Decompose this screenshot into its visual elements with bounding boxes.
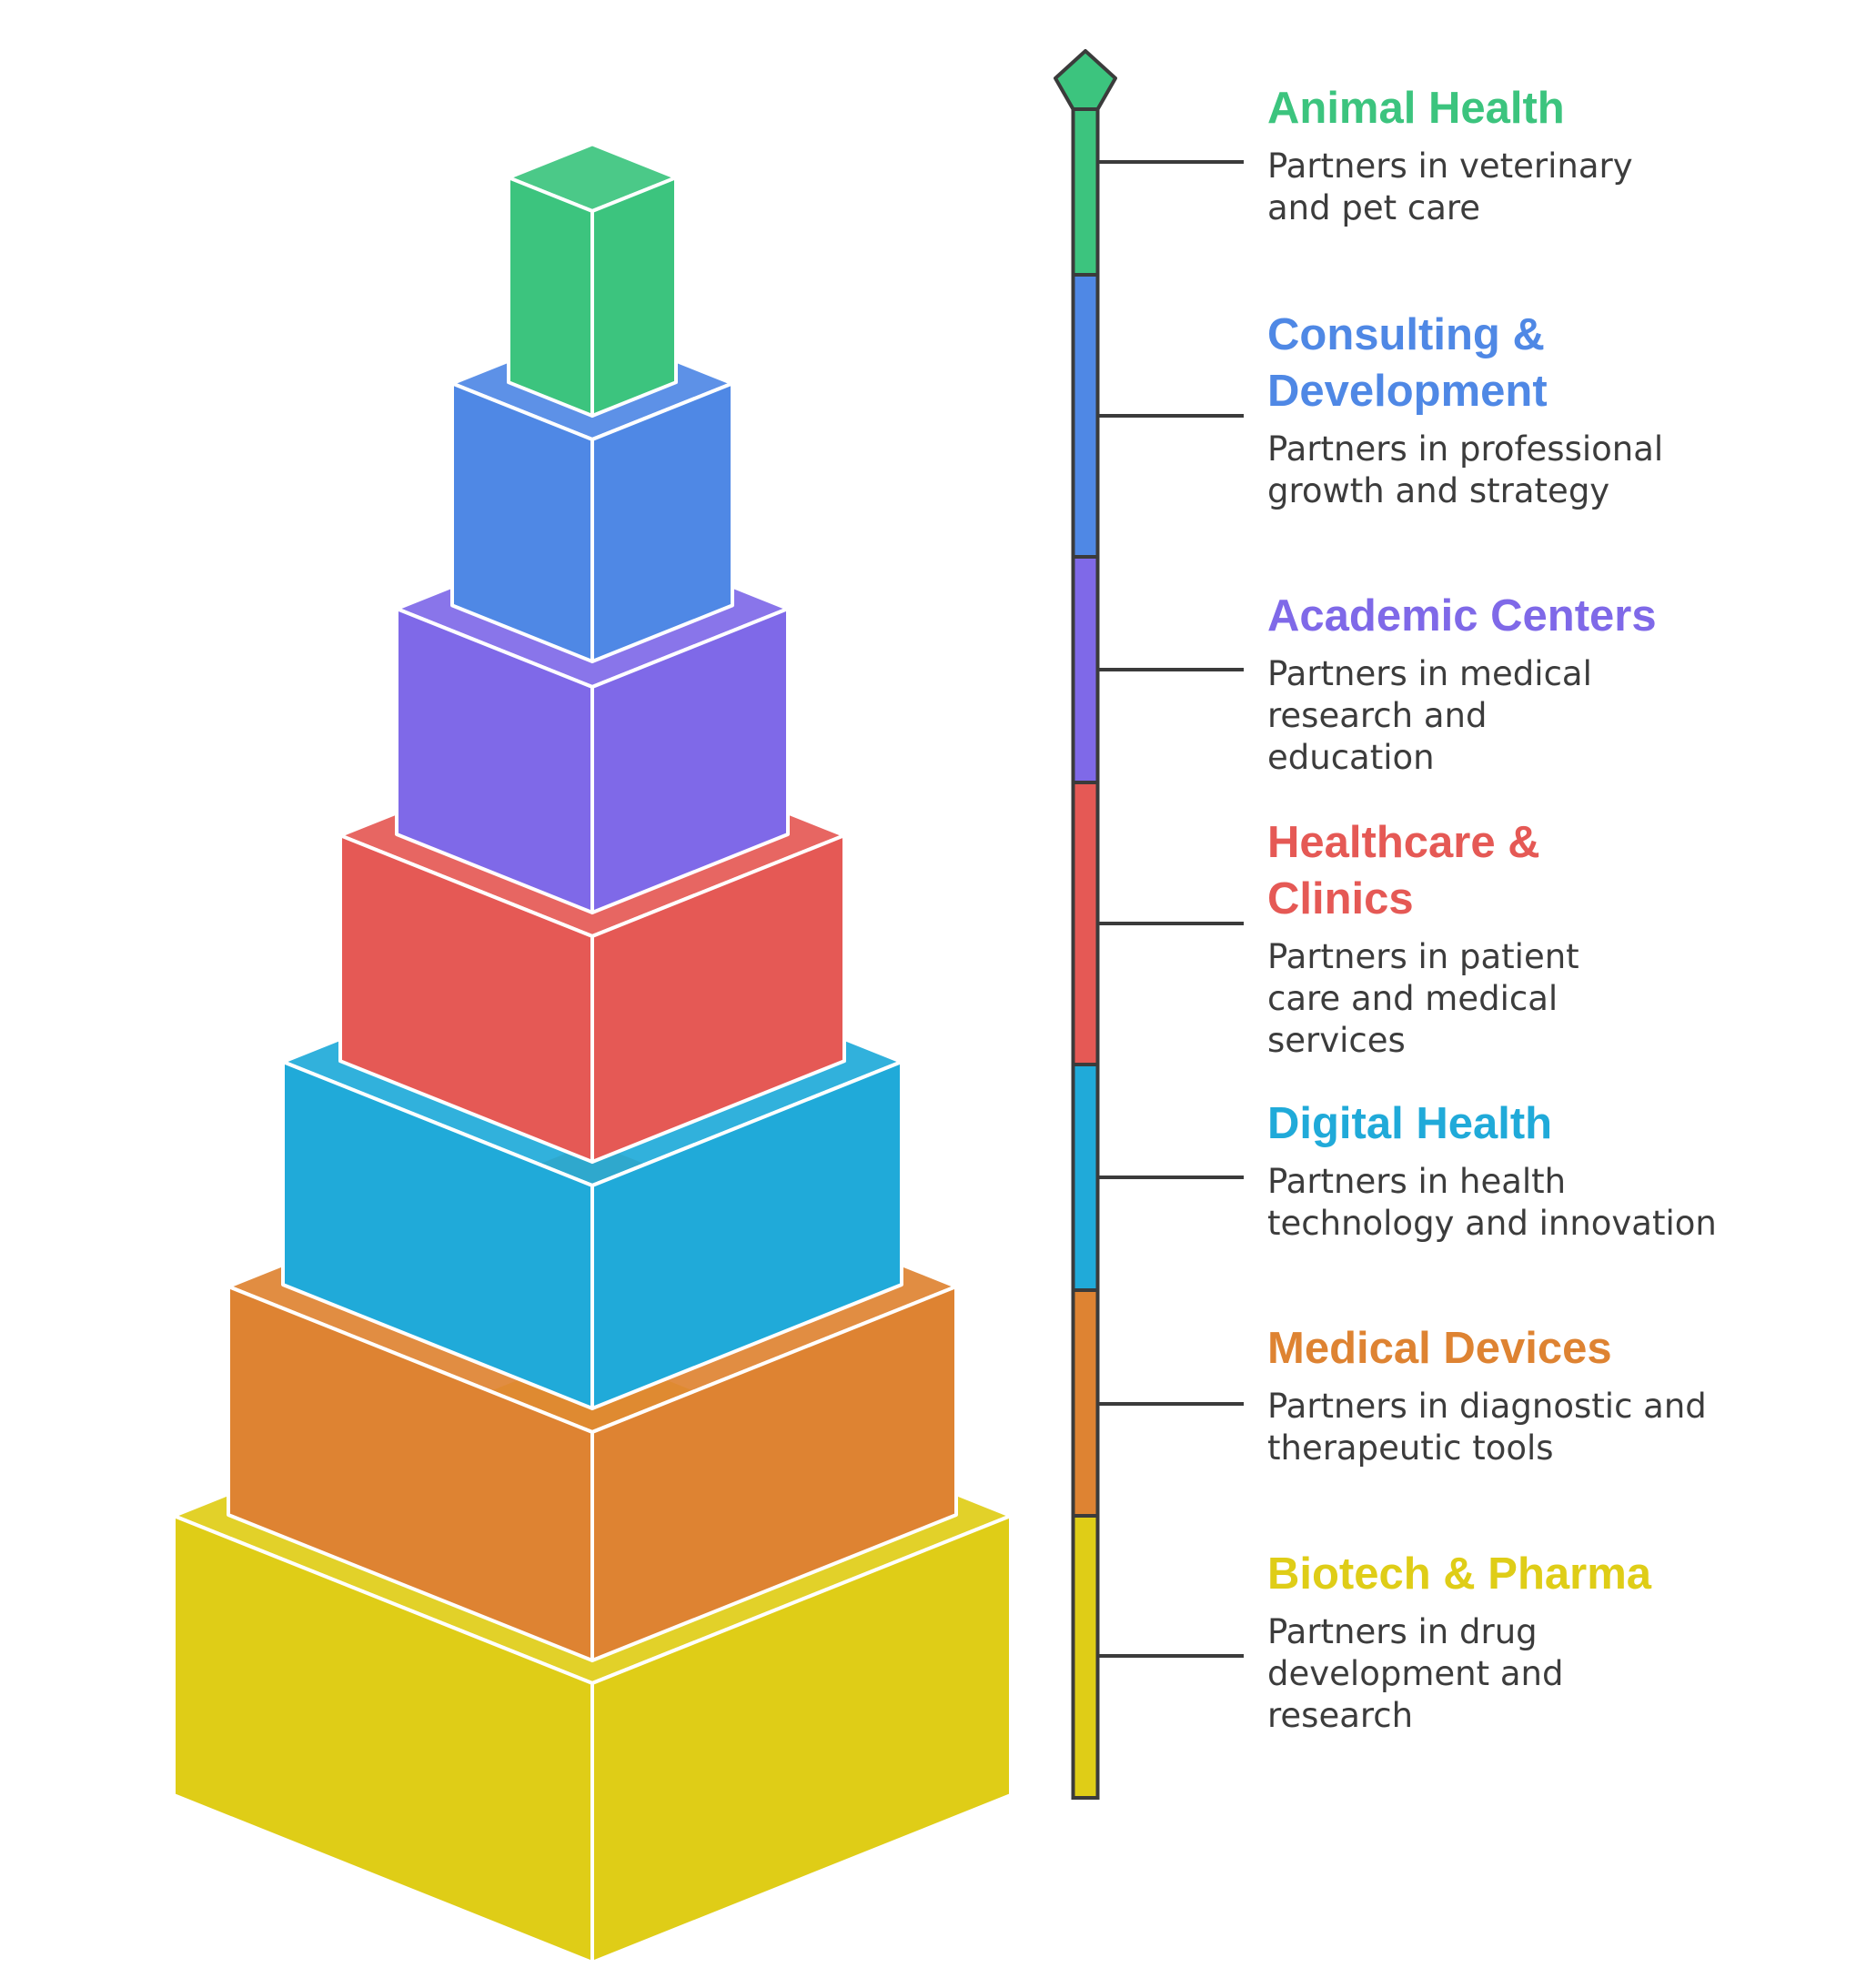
level-title: Healthcare & Clinics <box>1267 818 1540 923</box>
arrow-segment-biotech-pharma <box>1071 1514 1100 1800</box>
arrow-head <box>1054 49 1117 111</box>
level-title: Biotech & Pharma <box>1267 1549 1652 1599</box>
block-animal-health <box>507 142 678 418</box>
level-healthcare-clinics: Healthcare & Clinics Partners in patient… <box>1267 814 1813 1062</box>
level-description: Partners in diagnostic and therapeutic t… <box>1267 1387 1707 1468</box>
level-description: Partners in health technology and innova… <box>1267 1162 1717 1243</box>
level-consulting-development: Consulting & Development Partners in pro… <box>1267 307 1813 512</box>
level-animal-health: Animal Health Partners in veterinary and… <box>1267 80 1813 229</box>
arrow-segment-healthcare-clinics <box>1071 781 1100 1066</box>
level-description: Partners in drug development and researc… <box>1267 1612 1564 1735</box>
arrow-segment-consulting-development <box>1071 273 1100 559</box>
level-description: Partners in veterinary and pet care <box>1267 146 1633 227</box>
level-biotech-pharma: Biotech & Pharma Partners in drug develo… <box>1267 1546 1813 1737</box>
level-title: Consulting & Development <box>1267 310 1548 416</box>
arrow-segment-digital-health <box>1071 1063 1100 1292</box>
level-title: Medical Devices <box>1267 1324 1612 1373</box>
level-academic-centers: Academic Centers Partners in medical res… <box>1267 588 1813 779</box>
arrow-segment-medical-devices <box>1071 1288 1100 1518</box>
level-description: Partners in patient care and medical ser… <box>1267 937 1579 1060</box>
level-title: Digital Health <box>1267 1099 1553 1148</box>
arrow-segment-academic-centers <box>1071 555 1100 784</box>
level-digital-health: Digital Health Partners in health techno… <box>1267 1095 1813 1245</box>
level-title: Animal Health <box>1267 84 1565 133</box>
arrow-segment-animal-health <box>1071 107 1100 277</box>
level-description: Partners in medical research and educati… <box>1267 654 1592 777</box>
level-title: Academic Centers <box>1267 591 1657 641</box>
level-description: Partners in professional growth and stra… <box>1267 429 1664 510</box>
level-medical-devices: Medical Devices Partners in diagnostic a… <box>1267 1320 1813 1469</box>
